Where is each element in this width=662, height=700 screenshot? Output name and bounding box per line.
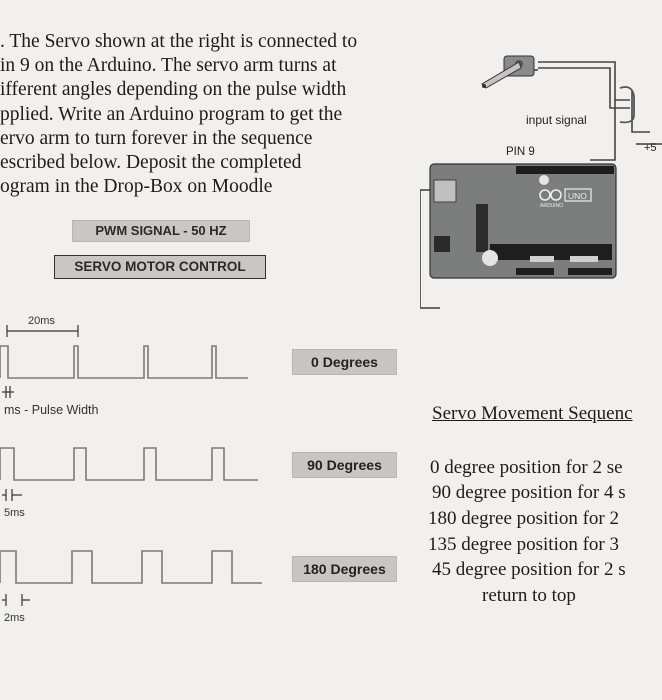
- sequence-line-1: 0 degree position for 2 se: [430, 457, 623, 478]
- waveform-90-degrees: [0, 447, 258, 481]
- sequence-line-5: 45 degree position for 2 s: [432, 559, 626, 580]
- intro-line-7: ogram in the Drop-Box on Moodle: [0, 176, 273, 198]
- period-label: 20ms: [28, 315, 55, 327]
- servo-motor-control-banner: SERVO MOTOR CONTROL: [55, 256, 265, 278]
- signal-wires: [532, 61, 650, 161]
- intro-line-5: ervo arm to turn forever in the sequence: [0, 127, 313, 149]
- intro-line-2: in 9 on the Arduino. The servo arm turns…: [0, 55, 337, 77]
- pwm-signal-banner: PWM SIGNAL - 50 HZ: [73, 221, 249, 241]
- intro-paragraph: . The Servo shown at the right is connec…: [0, 30, 410, 199]
- pulse-marker-2: [2, 489, 22, 501]
- arduino-logo-text: ARDUINO: [540, 203, 563, 209]
- waveform-180-degrees: [0, 550, 262, 584]
- uno-logo-text: UNO: [568, 191, 587, 201]
- sequence-line-4: 135 degree position for 3: [428, 534, 620, 555]
- pin9-label: PIN 9: [506, 146, 535, 158]
- period-marker: [6, 325, 79, 337]
- sequence-line-6: return to top: [482, 585, 576, 606]
- servo-arduino-diagram: input signal PIN 9 +5 UNO ARDUINO: [420, 55, 662, 309]
- pulse-marker-1: [2, 386, 14, 398]
- sequence-line-3: 180 degree position for 2: [428, 508, 620, 529]
- pwm-waveforms: 20ms ms - Pulse Width 5ms 2ms: [0, 315, 262, 624]
- arduino-board: UNO ARDUINO: [429, 163, 617, 279]
- servo-motor: [481, 55, 535, 89]
- intro-line-6: escribed below. Deposit the completed: [0, 151, 302, 173]
- pulse-marker-3: [2, 594, 30, 606]
- label-0-degrees: 0 Degrees: [293, 350, 396, 374]
- sequence-title: Servo Movement Sequenc: [432, 403, 633, 424]
- input-signal-label: input signal: [526, 113, 587, 127]
- intro-line-3: ifferent angles depending on the pulse w…: [0, 79, 347, 101]
- waveform-0-degrees: [0, 345, 248, 379]
- connector-wire: [420, 86, 662, 309]
- intro-line-1: . The Servo shown at the right is connec…: [0, 31, 358, 52]
- label-90-degrees: 90 Degrees: [293, 453, 396, 477]
- intro-line-4: pplied. Write an Arduino program to get …: [0, 103, 343, 125]
- pulse-width-label: ms - Pulse Width: [4, 403, 99, 417]
- sequence-line-2: 90 degree position for 4 s: [432, 482, 626, 503]
- width-label-3: 2ms: [4, 612, 25, 624]
- width-label-2: 5ms: [4, 507, 25, 519]
- label-180-degrees: 180 Degrees: [293, 557, 396, 581]
- plus5-label: +5: [644, 142, 657, 154]
